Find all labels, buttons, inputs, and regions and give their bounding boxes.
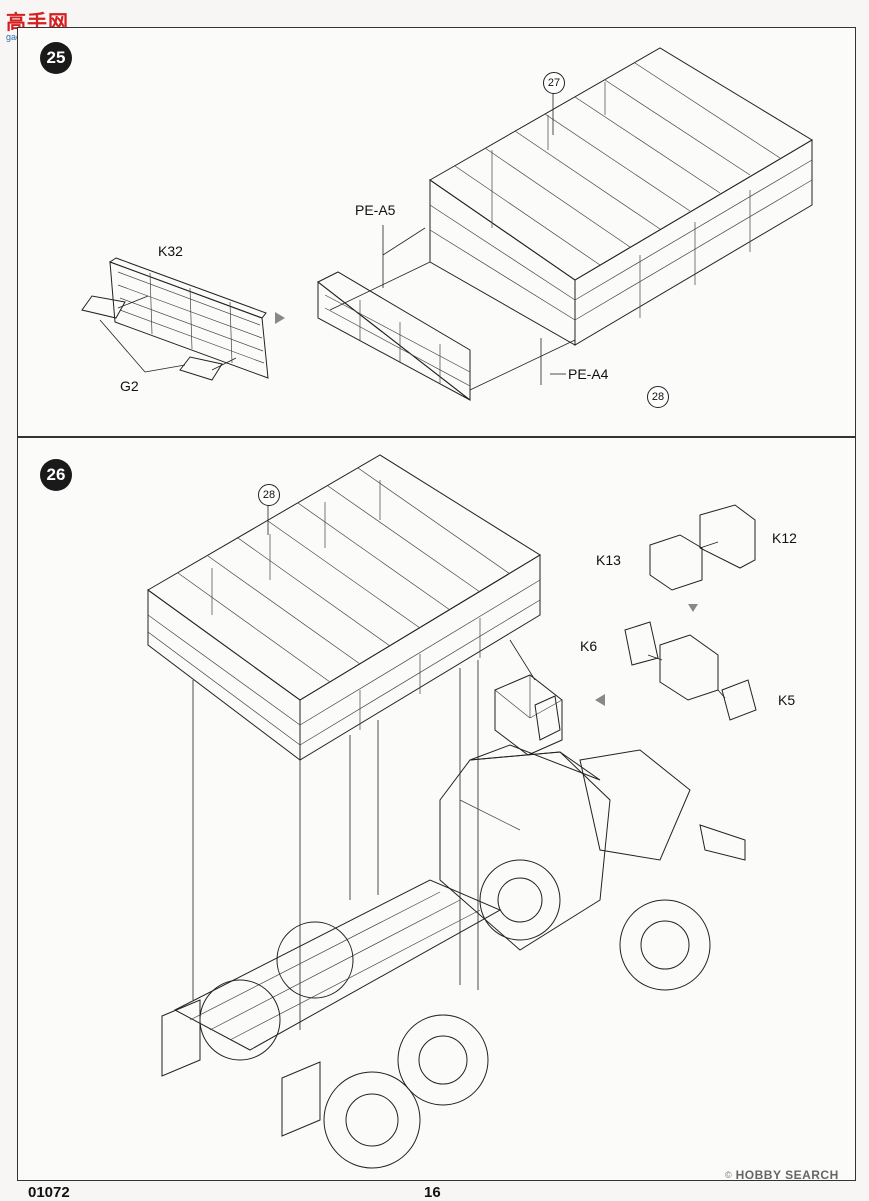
cargo-bed-27-drawing — [429, 47, 813, 346]
step-25-panel — [17, 27, 856, 437]
page-number: 16 — [424, 1184, 441, 1201]
part-label-pe-a5: PE-A5 — [355, 202, 396, 218]
copyright-icon: © — [725, 1170, 732, 1180]
cargo-bed-28-drawing — [147, 454, 541, 762]
part-label-k12: K12 — [772, 530, 797, 546]
part-label-pe-a4: PE-A4 — [568, 366, 609, 382]
wheels-drawing — [199, 859, 711, 1169]
step-26-panel — [17, 437, 856, 1181]
part-label-g2: G2 — [120, 378, 139, 394]
part-label-k5: K5 — [778, 692, 796, 708]
watermark: © HOBBY SEARCH — [725, 1168, 839, 1182]
truck-chassis-drawing — [161, 744, 746, 1137]
step-25-badge: 25 — [40, 42, 72, 74]
watermark-text: HOBBY SEARCH — [735, 1168, 839, 1182]
subassembly-ref-27: 27 — [543, 72, 565, 94]
tailgate-k32-drawing — [108, 257, 269, 379]
step-25-drawing — [81, 47, 813, 402]
toolbox-drawing — [494, 674, 563, 756]
subassembly-ref-28: 28 — [258, 484, 280, 506]
step-26-badge: 26 — [40, 459, 72, 491]
part-label-k13: K13 — [596, 552, 621, 568]
subassembly-ref-28: 28 — [647, 386, 669, 408]
drop-side-drawing — [317, 261, 576, 402]
part-label-k6: K6 — [580, 638, 598, 654]
part-label-k32: K32 — [158, 243, 183, 259]
product-code: 01072 — [28, 1184, 70, 1201]
